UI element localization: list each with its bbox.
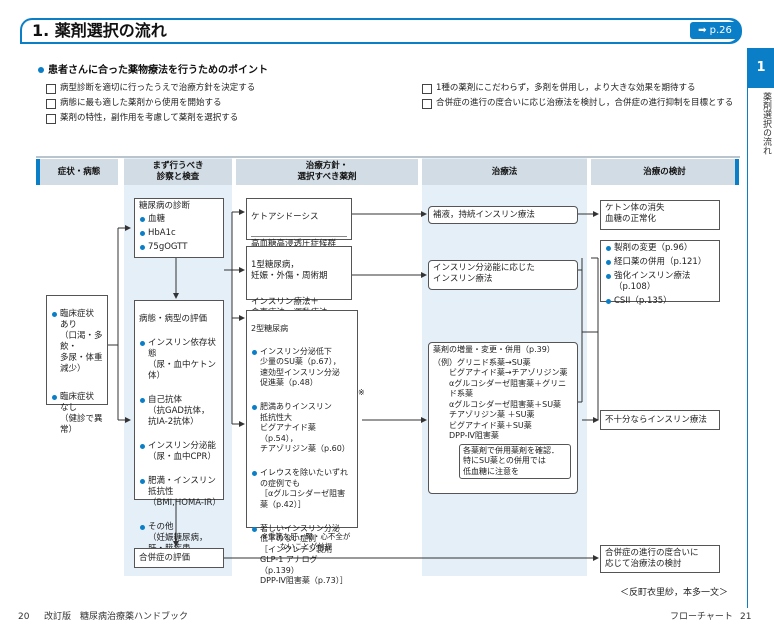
checklist-item: 病型診断を適切に行ったうえで治療方針を決定する [46, 83, 255, 94]
review-insulin-if-insufficient: 不十分ならインスリン療法 [600, 410, 720, 430]
section-name: フローチャート [670, 612, 733, 622]
ketoacidosis-label: ケトアシドーシス [251, 212, 319, 222]
drug-adjust-line: チアゾリジン薬 ＋SU薬 [433, 410, 535, 419]
footnote: ※重篤な肝・腎・心不全が ないことが前提 [261, 532, 351, 551]
symptoms-box: 臨床症状 あり （口渇・多飲・ 多尿・体重 減少） 臨床症状 なし （健診で異常… [46, 295, 108, 435]
type1-title: 1型糖尿病， 妊娠・外傷・周術期 [251, 260, 328, 281]
column-header-review: 治療の検討 [591, 159, 738, 185]
header-rule [36, 156, 740, 158]
review-option: 製剤の変更（p.96） [605, 243, 715, 254]
book-title: 改訂版 糖尿病治療薬ハンドブック [44, 612, 189, 622]
checkbox-icon[interactable] [46, 114, 56, 124]
checkbox-icon[interactable] [46, 84, 56, 94]
page-title: 1. 薬剤選択の流れ [32, 21, 167, 40]
left-page-number: 20 [18, 612, 30, 622]
points-heading: 患者さんに合った薬物療法を行うためのポイント [38, 64, 268, 77]
type2-item: 著しいインスリン分泌 低下のない症例 ［インクレチン製剤 GLP-1 アナログ（… [251, 524, 353, 587]
treatment-insulin-by-secretion: インスリン分泌能に応じた インスリン療法 [428, 260, 578, 290]
drug-adjust-line: ド系薬 [433, 389, 473, 398]
review-ketone-normalized: ケトン体の消失 血糖の正常化 [600, 200, 720, 230]
type2-box: 2型糖尿病 インスリン分泌低下 少量のSU薬（p.67）， 速効型インスリン分泌… [246, 310, 358, 585]
checkbox-icon[interactable] [46, 99, 56, 109]
drug-adjust-title: 薬剤の増量・変更・併用（p.39） [433, 345, 555, 354]
type2-item: 肥満ありインスリン 抵抗性大 ビグアナイド薬（p.54）， チアゾリジン薬（p.… [251, 402, 353, 455]
review-options: 製剤の変更（p.96） 経口薬の併用（p.121） 強化インスリン療法（p.10… [600, 240, 720, 306]
evaluation-box: 病態・病型の評価 インスリン依存状態 （尿・血中ケトン体） 自己抗体 （抗GAD… [134, 300, 224, 565]
column-header-exam: まず行うべき 診察と検査 [124, 159, 232, 185]
treatment-fluid-insulin: 補液，持続インスリン療法 [428, 206, 578, 224]
drug-adjust-line: DPP-Ⅳ阻害薬 [433, 431, 499, 440]
drug-adjust-line: αグルコシダーゼ阻害薬＋SU薬 [433, 399, 562, 409]
diagnosis-item: 血糖 [139, 214, 219, 225]
drug-adjust-line: αグルコシダーゼ阻害薬＋グリニ [433, 378, 567, 388]
type2-item: インスリン分泌低下 少量のSU薬（p.67）， 速効型インスリン分泌 促進薬（p… [251, 347, 353, 389]
column-header-symptoms: 症状・病態 [40, 159, 118, 185]
checklist-item: 薬剤の特性，副作用を考慮して薬剤を選択する [46, 113, 238, 124]
review-option: 強化インスリン療法（p.108） [605, 271, 715, 293]
treatment-drug-adjustment: 薬剤の増量・変更・併用（p.39） （例）グリニド系薬→SU薬 ビグアナイド薬→… [428, 342, 578, 494]
review-complication: 合併症の進行の度合いに 応じて治療法の検討 [600, 545, 720, 573]
header-accent-left [36, 159, 40, 185]
symptom-with-signs: 臨床症状 あり （口渇・多飲・ 多尿・体重 減少） [51, 309, 103, 375]
side-tab-number[interactable]: 1 [748, 48, 774, 88]
diagnosis-item: HbA1c [139, 228, 219, 239]
diagnosis-title: 糖尿病の診断 [139, 201, 191, 211]
evaluation-title: 病態・病型の評価 [139, 314, 208, 324]
checkbox-icon[interactable] [422, 99, 432, 109]
evaluation-item: 自己抗体 （抗GAD抗体， 抗IA-2抗体） [139, 395, 219, 428]
type2-title: 2型糖尿病 [251, 323, 289, 333]
drug-adjust-line: ビグアナイド薬＋SU薬 [433, 420, 532, 430]
checklist-item: 合併症の進行の度合いに応じ治療法を検討し，合併症の進行抑制を目標とする [422, 98, 742, 109]
drug-adjust-line: （例）グリニド系薬→SU薬 [433, 357, 531, 367]
review-option: 経口薬の併用（p.121） [605, 257, 715, 268]
right-page-number: 21 [740, 612, 752, 622]
evaluation-item: 肥満・インスリン 抵抗性 （BMI,HOMA-IR） [139, 476, 221, 509]
evaluation-item: インスリン分泌能 （尿・血中CPR） [139, 441, 219, 463]
complication-eval-box: 合併症の評価 [134, 548, 224, 568]
drug-adjust-warning: 各薬剤で併用薬剤を確認． 特にSU薬との併用では 低血糖に注意を [459, 443, 571, 479]
column-header-treatment: 治療法 [422, 159, 587, 185]
diagnosis-item: 75gOGTT [139, 242, 219, 253]
drug-adjust-line: ビグアナイド薬→チアゾリジン薬 [433, 368, 568, 377]
checklist-item: 病態に最も適した薬剤から使用を開始する [46, 98, 222, 109]
side-divider [747, 48, 748, 608]
type1-box: 1型糖尿病， 妊娠・外傷・周術期 インスリン療法＋ 食事療法・運動療法 [246, 246, 352, 318]
type2-item: イレウスを除いたいずれ の症例でも ［αグルコシダーゼ阻害 薬（p.42）］ [251, 468, 353, 510]
diagnosis-box: 糖尿病の診断 血糖 HbA1c 75gOGTT [134, 198, 224, 258]
review-option: CSII（p.135） [605, 296, 715, 307]
side-tab-label: 薬剤選択の流れ [761, 92, 771, 155]
symptom-no-signs: 臨床症状 なし （健診で異常） [51, 392, 103, 436]
header-accent-right [735, 159, 739, 185]
evaluation-item: インスリン依存状態 （尿・血中ケトン体） [139, 338, 219, 382]
checklist-item: 1種の薬剤にこだわらず，多剤を併用し，より大きな効果を期待する [422, 83, 742, 94]
footnote-marker: ※ [358, 388, 365, 397]
checkbox-icon[interactable] [422, 84, 432, 94]
author-credit: ＜反町衣里紗，本多一文＞ [620, 588, 729, 598]
column-header-policy: 治療方針・ 選択すべき薬剤 [236, 159, 418, 185]
ketoacidosis-box: ケトアシドーシス 高血糖高浸透圧症候群 （HHS） [246, 198, 352, 260]
page-reference-link[interactable]: ➡ p.26 [690, 22, 740, 39]
title-band-inner [22, 20, 738, 42]
